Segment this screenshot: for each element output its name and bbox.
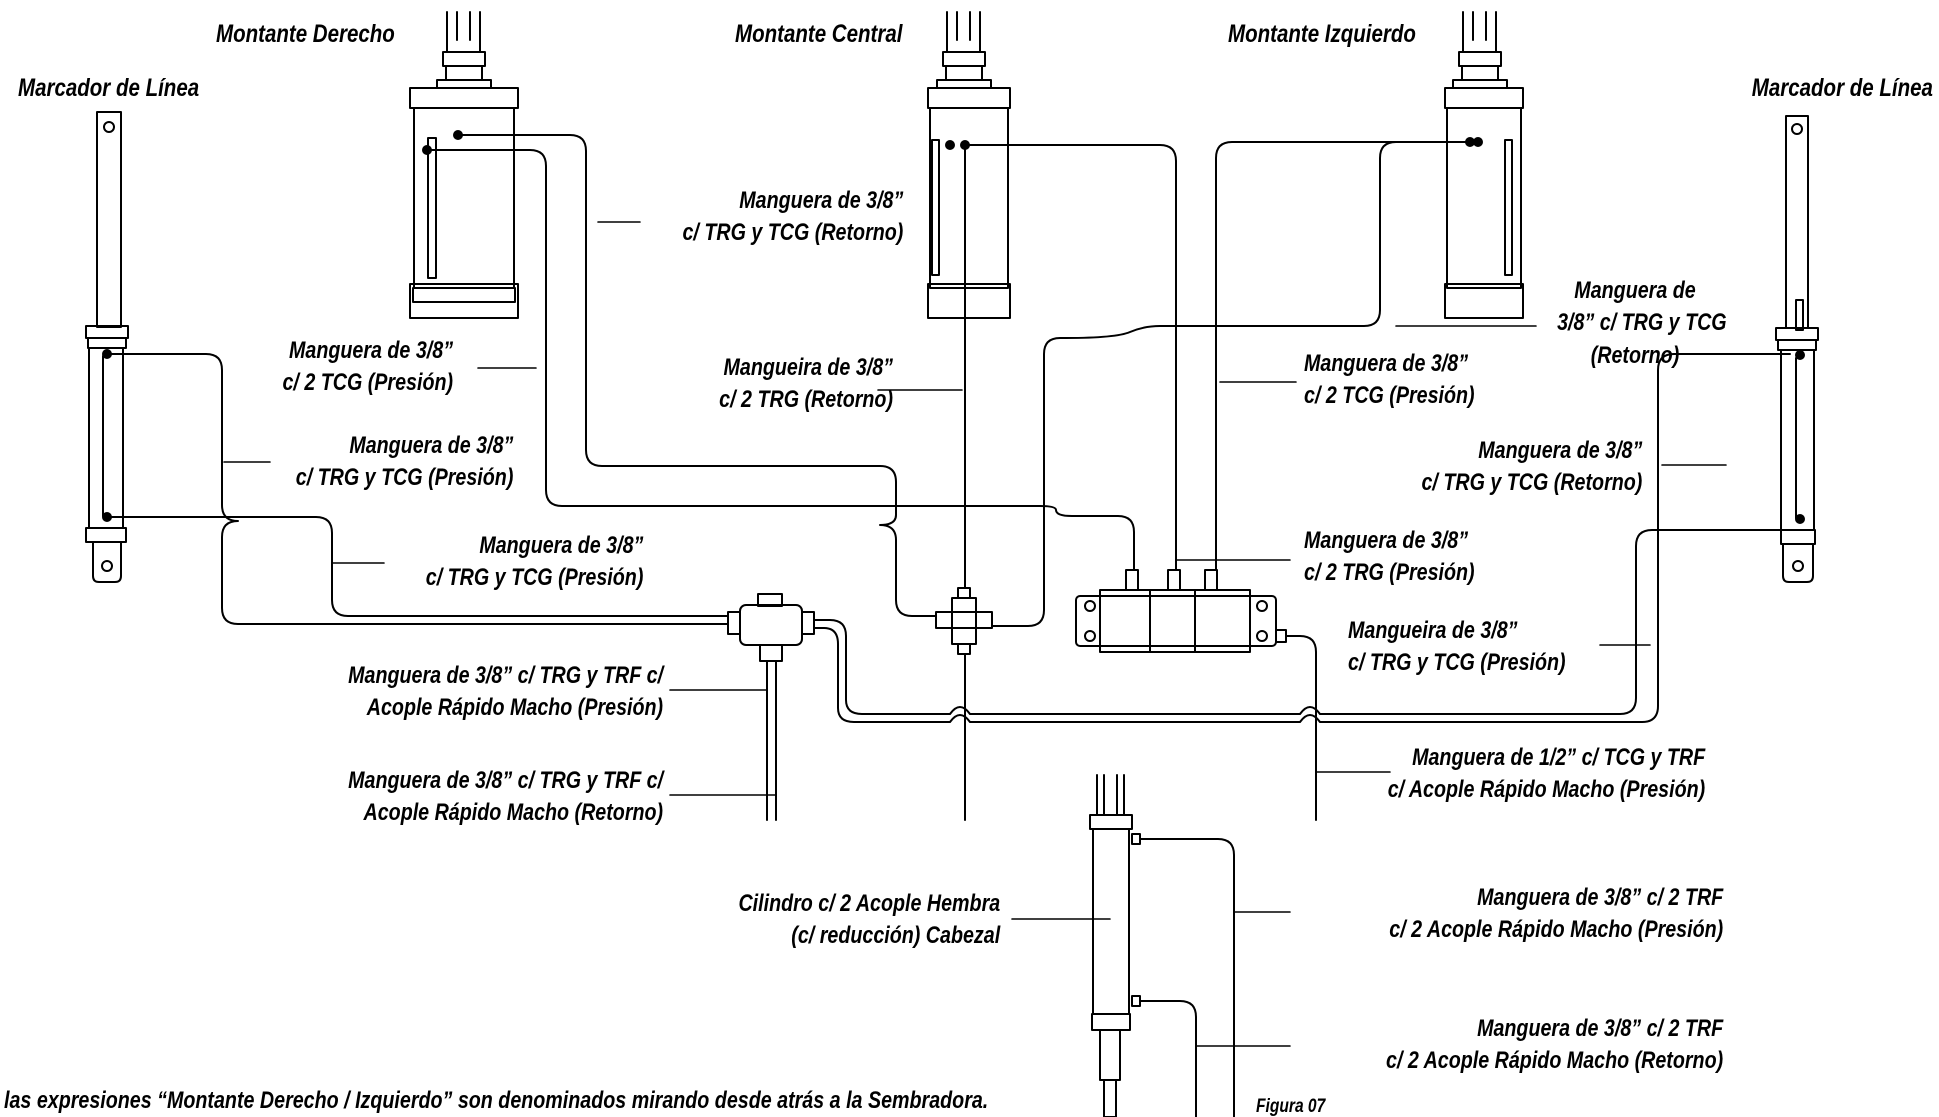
tee-valve bbox=[727, 593, 815, 662]
label-hose-l1: Manguera de 3/8”c/ TRG y TCG (Retorno) bbox=[682, 187, 903, 247]
label-hose-l11: Manguera de 3/8” c/ TRG y TRF c/Acople R… bbox=[348, 662, 663, 722]
title-montante-central: Montante Central bbox=[735, 20, 903, 48]
label-hose-l8: Manguera de 3/8”c/ TRG y TCG (Retorno) bbox=[1421, 437, 1642, 497]
label-hose-l2: Manguera de 3/8”c/ 2 TCG (Presión) bbox=[282, 337, 453, 397]
title-montante-derecho: Montante Derecho bbox=[216, 20, 395, 48]
title-montante-izquierdo: Montante Izquierdo bbox=[1228, 20, 1416, 48]
label-hose-l9: Manguera de 3/8”c/ 2 TRG (Presión) bbox=[1304, 527, 1475, 587]
label-hose-l7: Manguera de 3/8”c/ 2 TCG (Presión) bbox=[1304, 350, 1475, 410]
hoses bbox=[106, 134, 1791, 1117]
footnote: las expresiones “Montante Derecho / Izqu… bbox=[4, 1087, 989, 1114]
label-cilindro-cabezal: Cilindro c/ 2 Acople Hembra(c/ reducción… bbox=[738, 890, 1000, 950]
label-hose-l10: Mangueira de 3/8”c/ TRG y TCG (Presión) bbox=[1348, 617, 1566, 677]
marcador-der-cylinder bbox=[1775, 115, 1819, 583]
montante-izquierdo-cylinder bbox=[1444, 11, 1524, 319]
montante-derecho-cylinder bbox=[409, 11, 519, 319]
label-hose-l12: Manguera de 3/8” c/ TRG y TRF c/Acople R… bbox=[348, 767, 663, 827]
leader-lines bbox=[223, 221, 1727, 1047]
label-hose-l5: Manguera de 3/8”c/ TRG y TCG (Presión) bbox=[425, 532, 643, 592]
title-marcador-izq: Marcador de Línea bbox=[18, 74, 200, 102]
cilindro-cabezal bbox=[1089, 774, 1141, 1117]
title-marcador-der: Marcador de Línea bbox=[1751, 74, 1933, 102]
valve-block bbox=[1075, 569, 1287, 653]
cross-fitting bbox=[935, 587, 993, 655]
label-hose-l4: Manguera de 3/8”c/ TRG y TCG (Presión) bbox=[295, 432, 513, 492]
montante-central-cylinder bbox=[927, 11, 1011, 319]
marcador-izq-cylinder bbox=[85, 111, 129, 583]
label-hose-l3: Mangueira de 3/8”c/ 2 TRG (Retorno) bbox=[719, 354, 893, 414]
figure-caption: Figura 07 bbox=[1256, 1096, 1326, 1117]
